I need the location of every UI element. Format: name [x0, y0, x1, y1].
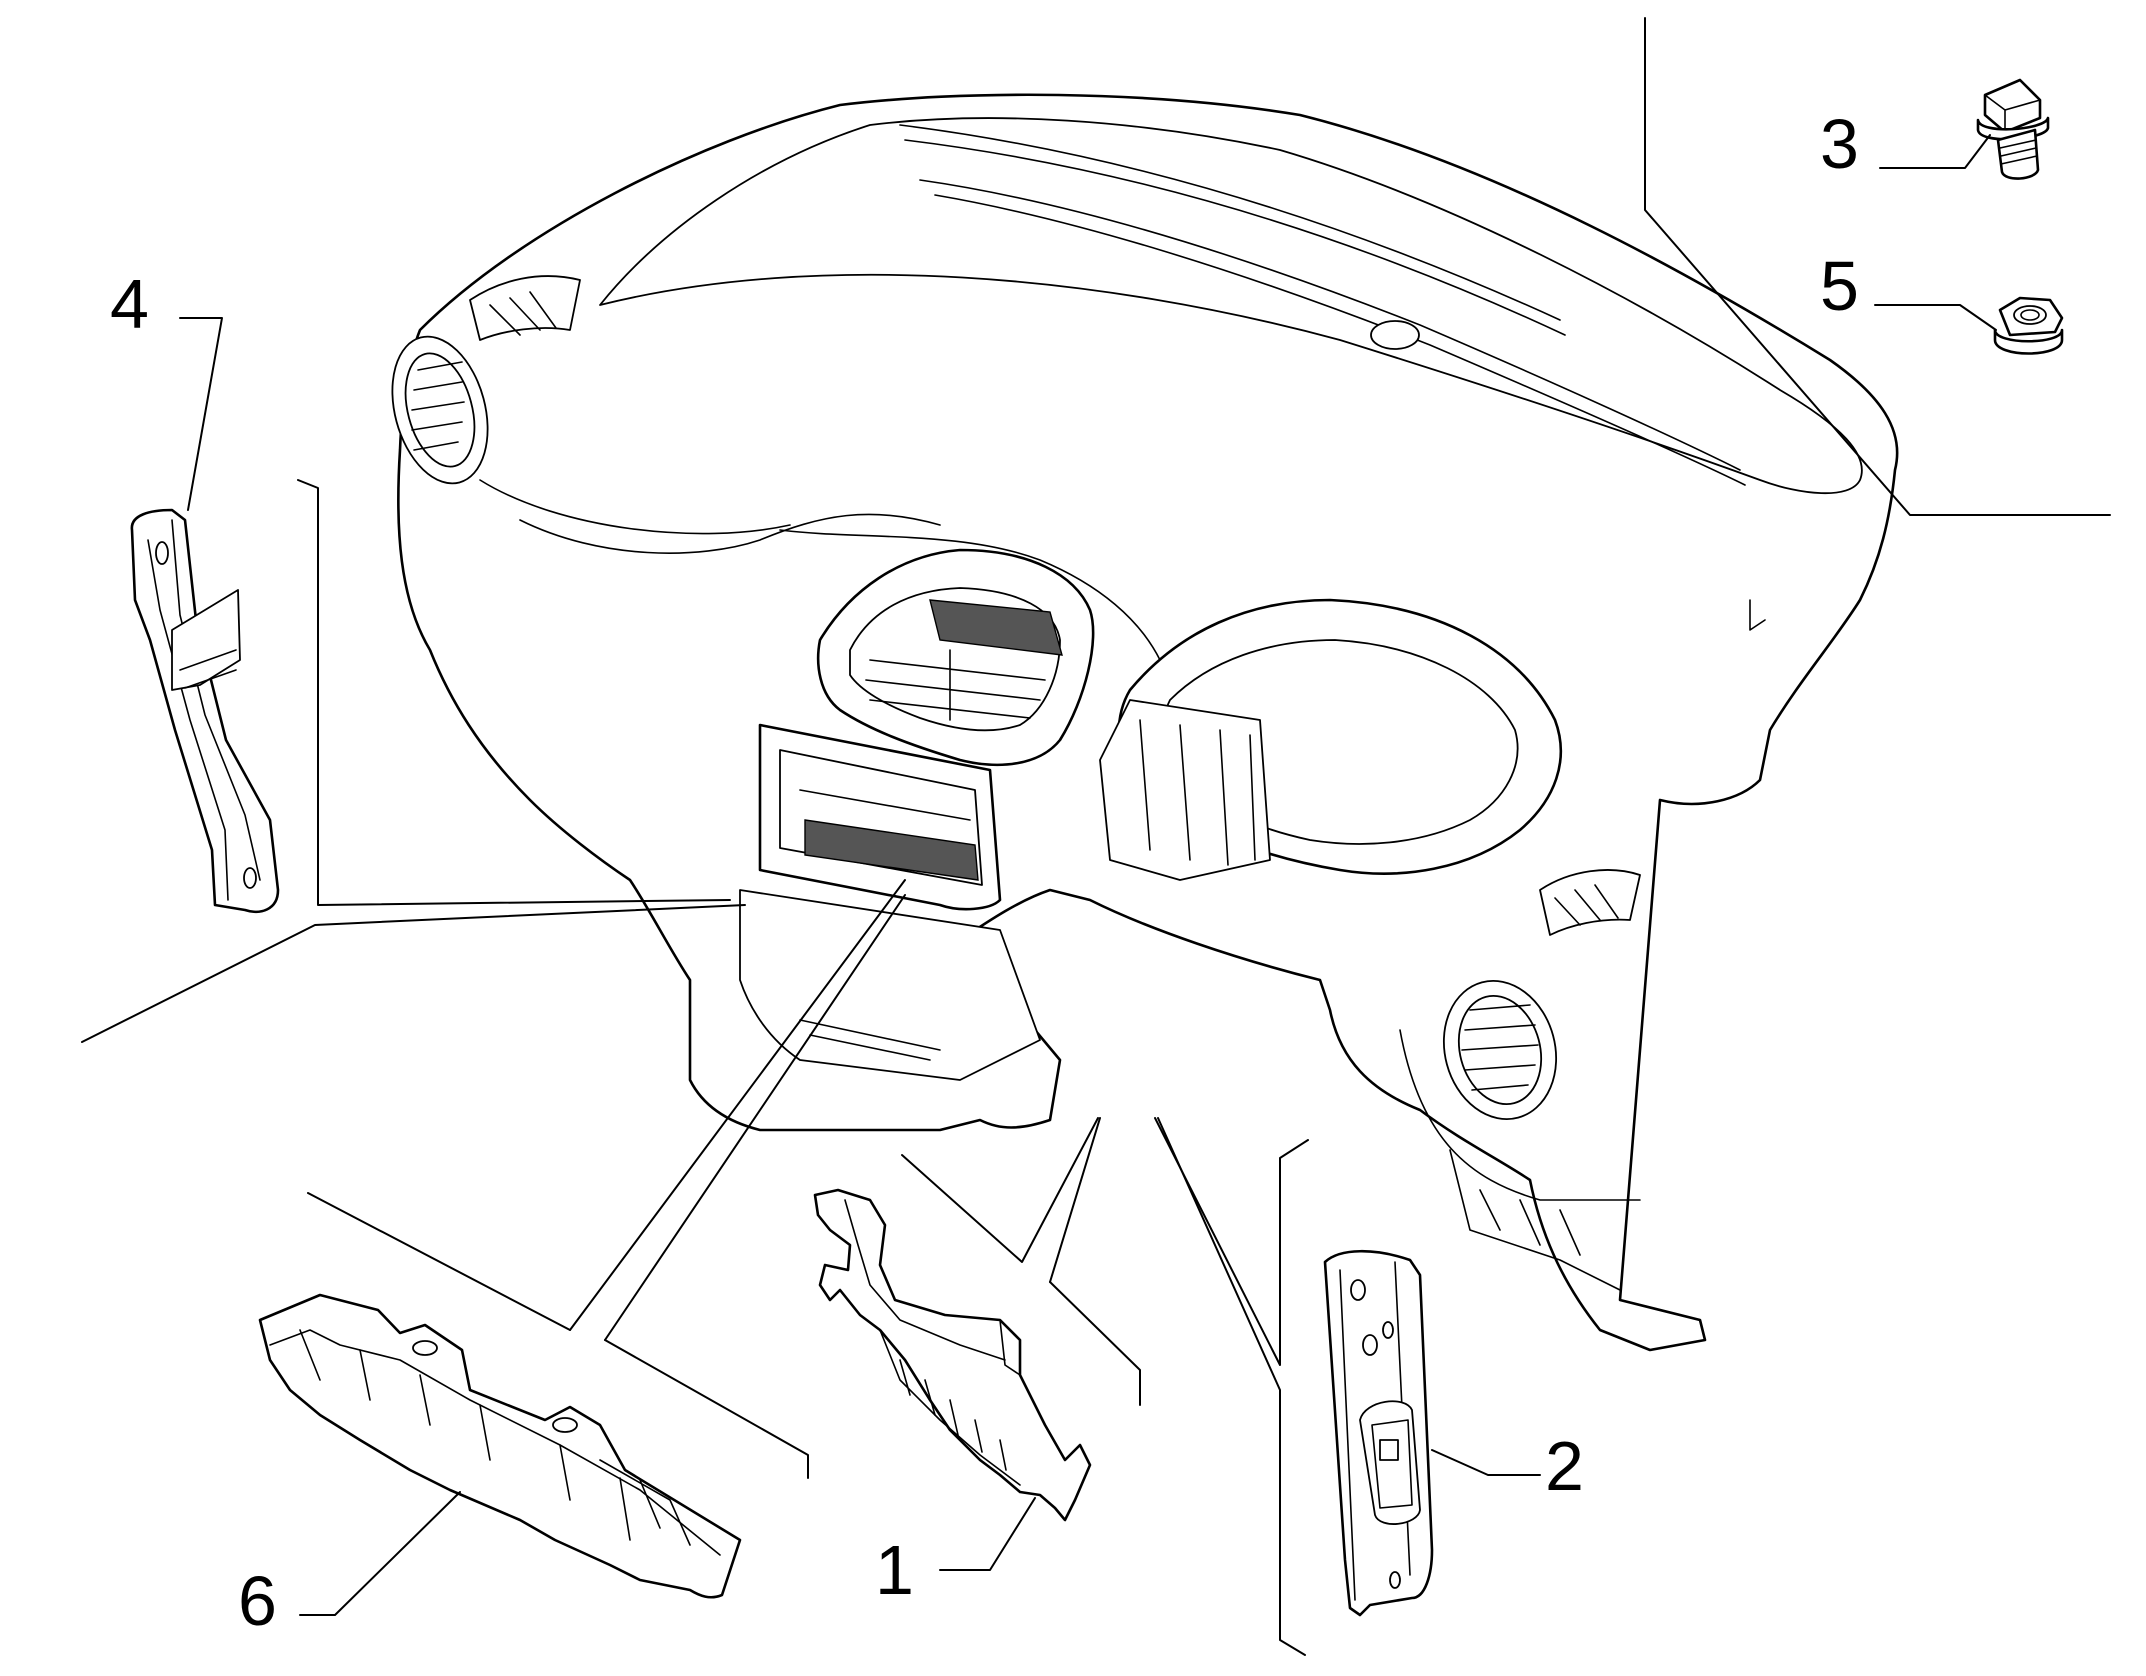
bolt-part-3 — [1879, 78, 2050, 180]
bracket-part-6 — [258, 1293, 742, 1616]
callout-5: 5 — [1820, 247, 1859, 325]
leader-lines — [81, 17, 2111, 1656]
callout-1: 1 — [875, 1531, 914, 1609]
bracket-part-2 — [1323, 1249, 1541, 1617]
callout-6: 6 — [238, 1562, 277, 1640]
callout-2: 2 — [1545, 1427, 1584, 1505]
callout-4: 4 — [110, 265, 149, 343]
callout-labels: 1 2 3 4 5 6 — [110, 105, 1859, 1640]
nut-part-5 — [1874, 296, 2064, 355]
callout-3: 3 — [1820, 105, 1859, 183]
bracket-part-1 — [813, 1188, 1092, 1571]
dashboard-assembly — [391, 93, 1899, 1352]
bracket-part-4 — [130, 317, 280, 914]
